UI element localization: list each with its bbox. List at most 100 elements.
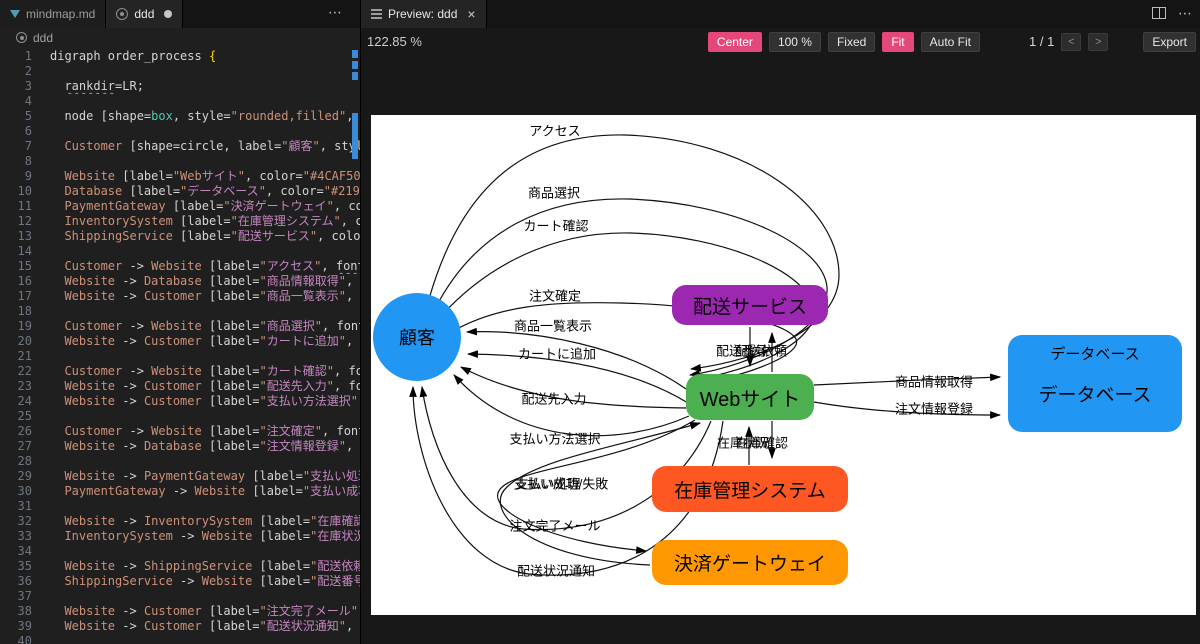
code-line: 30 PaymentGateway -> Website [label="支払い… xyxy=(0,484,360,499)
breadcrumb-item: ddd xyxy=(33,30,54,45)
line-number: 32 xyxy=(17,514,32,528)
center-button[interactable]: Center xyxy=(707,31,762,52)
breadcrumb[interactable]: ddd xyxy=(0,28,360,47)
code-line: 22 Customer -> Website [label="カート確認", f… xyxy=(0,364,360,379)
next-page-button[interactable]: > xyxy=(1088,32,1109,51)
edge-label: カートに追加 xyxy=(517,346,597,362)
line-number: 3 xyxy=(24,79,32,93)
tab-preview-ddd[interactable]: Preview: ddd × xyxy=(361,0,487,28)
line-number: 30 xyxy=(17,484,32,498)
line-number: 16 xyxy=(17,274,32,288)
code-line: 31 xyxy=(0,499,360,514)
code-line: 21 xyxy=(0,349,360,364)
line-number: 39 xyxy=(17,619,32,633)
code-line: 5 node [shape=box, style="rounded,filled… xyxy=(0,109,360,124)
edge-label: カート確認 xyxy=(523,218,589,234)
prev-page-button[interactable]: < xyxy=(1061,32,1082,51)
edge-label: 注文確定 xyxy=(528,288,582,304)
line-number: 13 xyxy=(17,229,32,243)
graph-node-customer: 顧客 xyxy=(373,293,461,381)
line-number: 5 xyxy=(24,109,32,123)
line-number: 23 xyxy=(17,379,32,393)
code-line: 2 xyxy=(0,64,360,79)
line-number: 25 xyxy=(17,409,32,423)
code-line: 11 PaymentGateway [label="決済ゲートウェイ", col… xyxy=(0,199,360,214)
code-line: 3 rankdir=LR; xyxy=(0,79,360,94)
editor-tabbar: mindmap.md ddd ⋯ xyxy=(0,0,360,28)
code-line: 17 Website -> Customer [label="商品一覧表示", … xyxy=(0,289,360,304)
code-line: 15 Customer -> Website [label="アクセス", fo… xyxy=(0,259,360,274)
edge-label: 配送番号 xyxy=(715,343,769,359)
edge-label: 商品選択 xyxy=(527,185,581,201)
auto-fit-button[interactable]: Auto Fit xyxy=(920,31,981,52)
line-number: 20 xyxy=(17,334,32,348)
line-number: 38 xyxy=(17,604,32,618)
line-number: 31 xyxy=(17,499,32,513)
code-line: 12 InventorySystem [label="在庫管理システム", co… xyxy=(0,214,360,229)
overview-ruler-mark xyxy=(352,72,358,80)
code-line: 36 ShippingService -> Website [label="配送… xyxy=(0,574,360,589)
tab-ddd[interactable]: ddd xyxy=(106,0,184,28)
line-number: 10 xyxy=(17,184,32,198)
overview-ruler-mark xyxy=(352,113,358,159)
fixed-button[interactable]: Fixed xyxy=(827,31,876,52)
line-number: 18 xyxy=(17,304,32,318)
line-number: 8 xyxy=(24,154,32,168)
code-line: 25 xyxy=(0,409,360,424)
line-number: 4 xyxy=(24,94,32,108)
code-line: 35 Website -> ShippingService [label="配送… xyxy=(0,559,360,574)
graph-node-inventory: 在庫管理システム xyxy=(652,466,848,512)
graphviz-file-icon xyxy=(116,8,129,20)
zoom-100-button[interactable]: 100 % xyxy=(768,31,821,52)
code-line: 33 InventorySystem -> Website [label="在庫… xyxy=(0,529,360,544)
graph-node-shipping: 配送サービス xyxy=(672,285,828,325)
export-button[interactable]: Export xyxy=(1143,31,1196,52)
page-indicator: 1 / 1 xyxy=(1029,34,1055,49)
code-line: 4 xyxy=(0,94,360,109)
line-number: 26 xyxy=(17,424,32,438)
line-number: 15 xyxy=(17,259,32,273)
line-number: 12 xyxy=(17,214,32,228)
fit-button[interactable]: Fit xyxy=(882,31,914,52)
code-line: 37 xyxy=(0,589,360,604)
line-number: 19 xyxy=(17,319,32,333)
edge-label: 商品情報取得 xyxy=(894,374,974,390)
tab-mindmap-md[interactable]: mindmap.md xyxy=(0,0,107,28)
zoom-level: 122.85 % xyxy=(367,34,422,49)
code-line: 40 xyxy=(0,634,360,644)
close-icon[interactable]: × xyxy=(467,6,476,22)
edge-label: 配送依頼 xyxy=(734,343,788,359)
edge-label: 支払い方法選択 xyxy=(509,431,601,447)
edge-label: 配送状況通知 xyxy=(516,563,596,579)
edge-label: 商品一覧表示 xyxy=(513,318,593,334)
more-actions-icon[interactable]: ⋯ xyxy=(1178,5,1192,21)
code-line: 23 Website -> Customer [label="配送先入力", f… xyxy=(0,379,360,394)
graphviz-file-icon xyxy=(16,32,27,43)
code-line: 38 Website -> Customer [label="注文完了メール",… xyxy=(0,604,360,619)
code-line: 6 xyxy=(0,124,360,139)
edge-label: アクセス xyxy=(529,123,581,139)
line-number: 1 xyxy=(24,49,32,63)
edge-label: 配送先入力 xyxy=(521,391,587,407)
line-number: 7 xyxy=(24,139,32,153)
tab-label: Preview: ddd xyxy=(388,7,458,21)
tab-overflow-button[interactable]: ⋯ xyxy=(328,4,342,20)
code-line: 18 xyxy=(0,304,360,319)
overview-ruler-mark xyxy=(352,61,358,69)
code-line: 13 ShippingService [label="配送サービス", colo… xyxy=(0,229,360,244)
line-number: 2 xyxy=(24,64,32,78)
code-line: 9 Website [label="Webサイト", color="#4CAF5… xyxy=(0,169,360,184)
code-line: 10 Database [label="データベース", color="#219… xyxy=(0,184,360,199)
code-line: 28 xyxy=(0,454,360,469)
code-line: 8 xyxy=(0,154,360,169)
edge-label: 在庫確認 xyxy=(735,435,789,451)
split-editor-icon[interactable] xyxy=(1152,7,1166,19)
markdown-file-icon xyxy=(10,10,20,18)
edge-label: 在庫状況 xyxy=(716,435,770,451)
preview-icon xyxy=(371,8,382,20)
